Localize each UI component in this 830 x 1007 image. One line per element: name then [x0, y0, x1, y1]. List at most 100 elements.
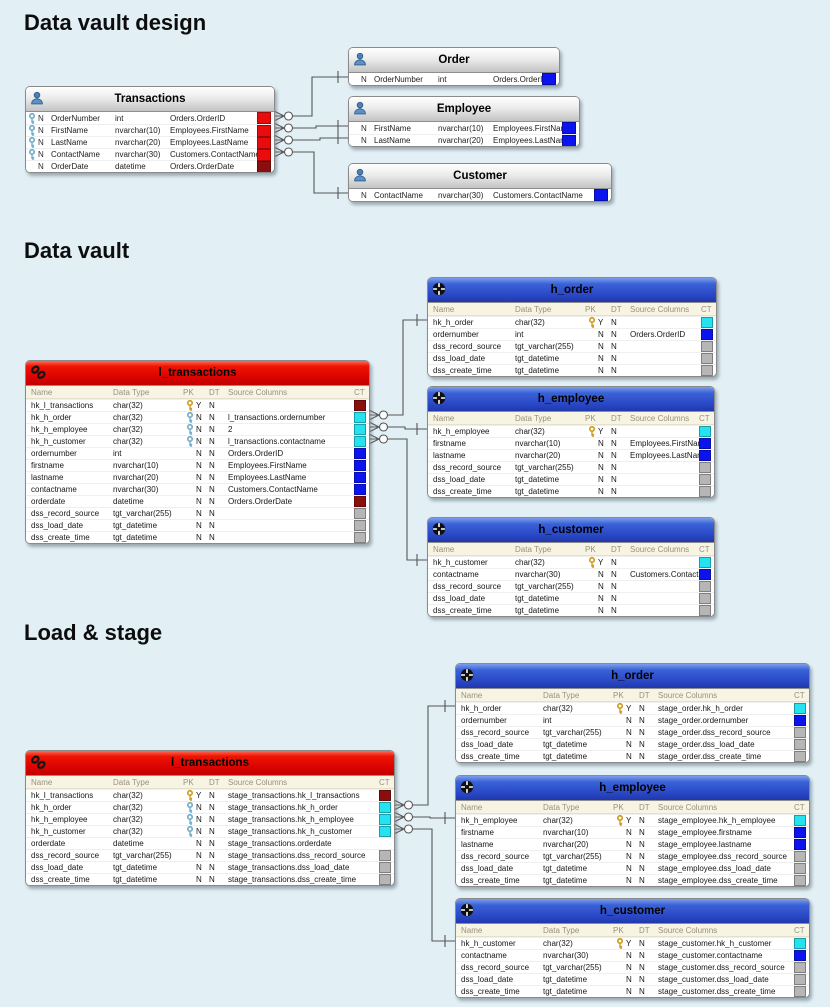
relationship-connector[interactable] [274, 120, 348, 133]
relationship-connector[interactable] [274, 147, 348, 200]
column-source: stage_transactions.dss_load_date [228, 863, 350, 872]
column-header-source: Source Columns [630, 413, 690, 423]
relationship-connector[interactable] [274, 132, 348, 145]
table-row[interactable]: NFirstNamenvarchar(10)Employees.FirstNam… [349, 122, 579, 134]
key-icon-cell [183, 826, 196, 837]
relationship-connector[interactable] [369, 434, 427, 567]
relationship-connector[interactable] [369, 422, 427, 436]
relationship-connector[interactable] [394, 812, 455, 824]
column-header-type: Data Type [543, 925, 580, 935]
column-header-type: Data Type [543, 802, 580, 812]
column-type: nvarchar(30) [115, 150, 161, 159]
column-name: dss_load_date [31, 863, 84, 872]
pk-flag: N [196, 803, 202, 812]
relationship-connector[interactable] [394, 824, 455, 948]
dt-flag: N [639, 876, 645, 885]
column-type: char(32) [113, 791, 143, 800]
relationship-connector[interactable] [369, 314, 427, 420]
nullable-flag: N [38, 150, 44, 159]
key-icon-cell [613, 815, 626, 826]
column-color-chip [794, 863, 809, 874]
column-header-pk: PK [585, 304, 596, 314]
relationship-connector[interactable] [394, 700, 455, 810]
relationship-connector[interactable] [274, 71, 348, 121]
dt-flag: N [209, 827, 215, 836]
